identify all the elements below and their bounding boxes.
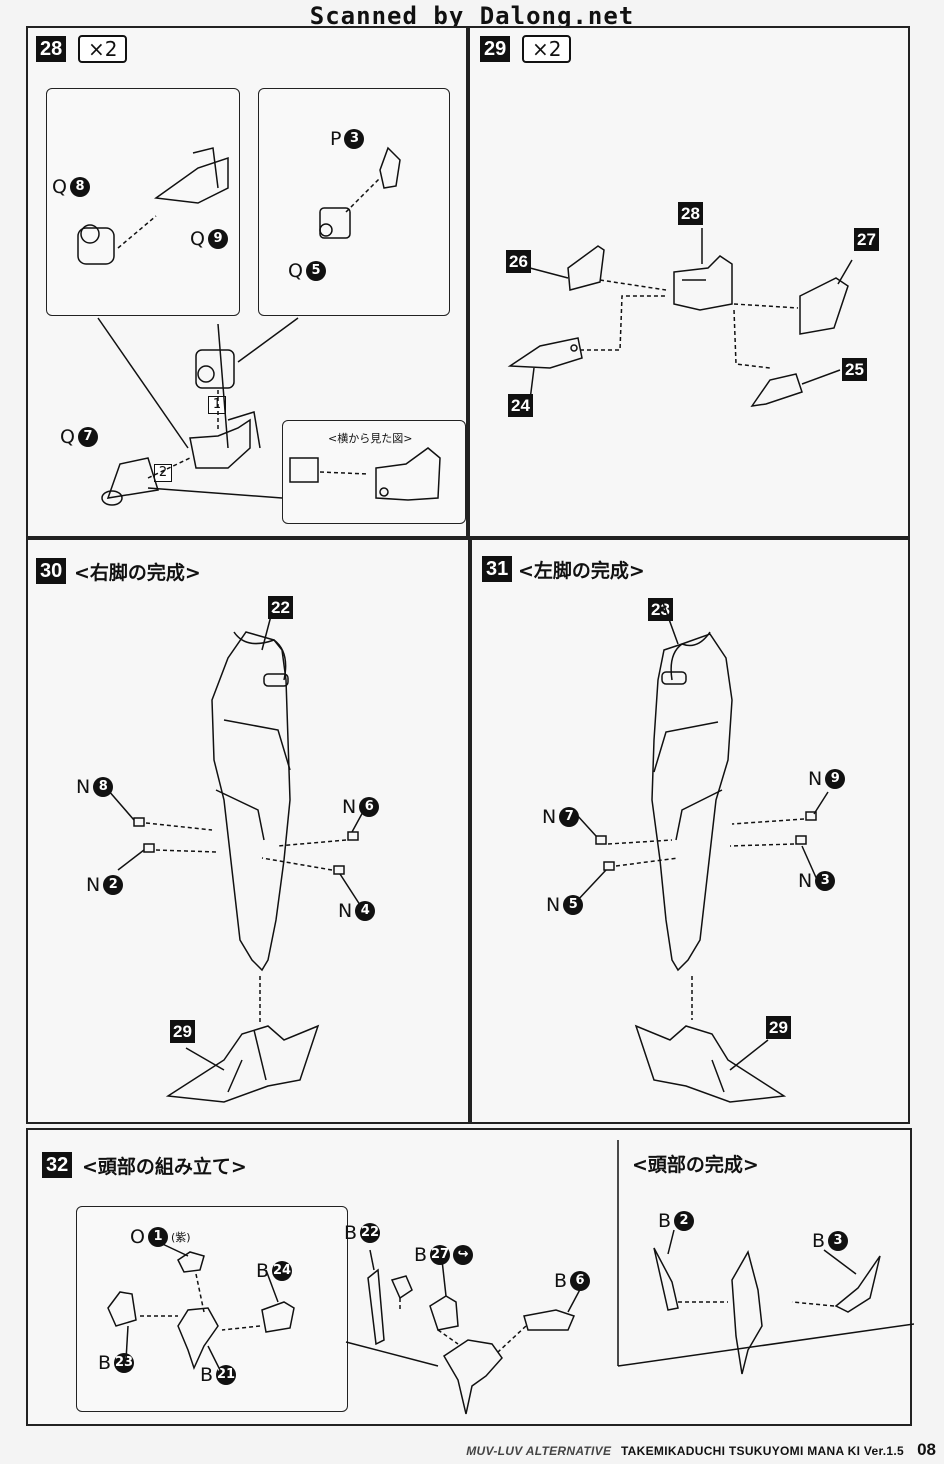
multiplier-badge: ×2 — [522, 35, 572, 63]
step-number: 30 — [36, 558, 67, 584]
multiplier-badge: ×2 — [78, 35, 128, 63]
part-tag-29: 29 — [170, 1020, 195, 1043]
part-tag-22: 22 — [268, 596, 293, 619]
step-title: <右脚の完成> — [74, 562, 201, 584]
step-number: 32 — [42, 1152, 73, 1178]
step-32-illustration — [107, 1140, 914, 1415]
part-tag-24: 24 — [508, 394, 533, 417]
step-31-illustration — [575, 599, 829, 1103]
step-title: <左脚の完成> — [518, 560, 645, 582]
step-30-illustration — [107, 611, 365, 1103]
cut-icon: ↪ — [453, 1245, 474, 1265]
step-28-illustration — [77, 146, 441, 506]
footer-product-line: MUV-LUV ALTERNATIVE TAKEMIKADUCHI TSUKUY… — [466, 1444, 904, 1458]
product-name: TAKEMIKADUCHI TSUKUYOMI MANA KI Ver.1.5 — [620, 1444, 904, 1458]
step-number: 28 — [36, 36, 67, 62]
side-view-box — [282, 420, 466, 524]
part-tag-29: 29 — [766, 1016, 791, 1039]
watermark: Scanned by Dalong.net — [309, 2, 635, 30]
step-number: 31 — [482, 556, 513, 582]
series-name: MUV-LUV ALTERNATIVE — [466, 1444, 612, 1458]
head-complete-title: <頭部の完成> — [632, 1154, 759, 1176]
part-tag-27: 27 — [854, 228, 879, 251]
step-29-illustration — [507, 228, 853, 407]
step-title: <頭部の組み立て> — [82, 1156, 247, 1178]
part-tag-26: 26 — [506, 250, 531, 273]
sub-assembly-box-right — [258, 88, 450, 316]
side-view-title: <横から見た図> — [328, 432, 413, 445]
sequence-marker-1: 1 — [208, 396, 226, 414]
head-sub-assembly-box — [76, 1206, 348, 1412]
step-29-panel: 29 ×2 28 27 26 24 25 — [468, 26, 910, 538]
part-tag-23: 23 — [648, 598, 673, 621]
sub-assembly-box-left — [46, 88, 240, 316]
part-tag-25: 25 — [842, 358, 867, 381]
part-tag-28: 28 — [678, 202, 703, 225]
page-number: 08 — [917, 1440, 936, 1459]
step-number: 29 — [480, 36, 511, 62]
